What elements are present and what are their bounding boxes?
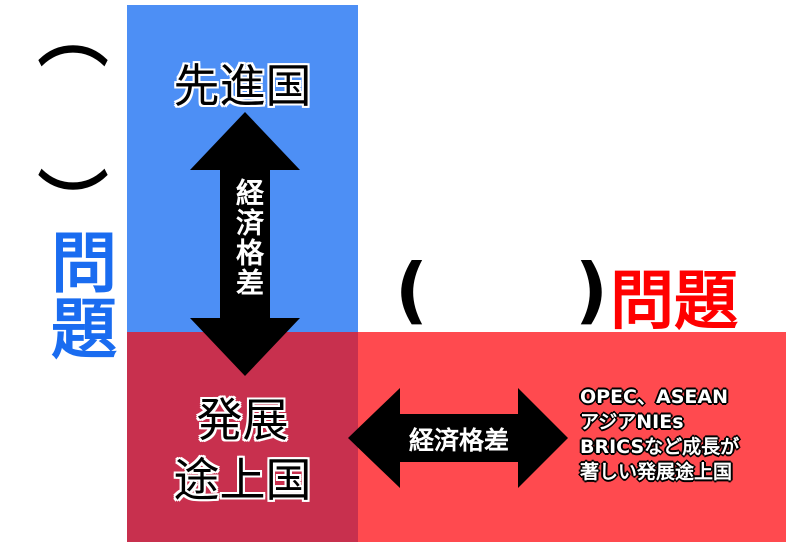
right-blank-open-paren: ( (395, 248, 428, 332)
right-problem-label: 問題 (610, 265, 738, 339)
emerging-note-2: アジアNIEs (580, 411, 684, 433)
left-blank-open-paren: ︵ (38, 0, 108, 76)
developing-countries-label-2: 途上国 (173, 453, 312, 507)
left-blank-close-paren: ︶ (38, 164, 108, 246)
vertical-double-arrow (190, 112, 300, 376)
developing-countries-label-1: 発展 (196, 393, 289, 447)
horizontal-double-arrow (348, 388, 568, 488)
vertical-arrow-label: 経済格差 (232, 178, 265, 298)
emerging-note-3: BRICSなど成長が (580, 436, 740, 458)
right-blank-close-paren: ) (575, 248, 608, 332)
emerging-note-1: OPEC、ASEAN (580, 386, 728, 408)
horizontal-arrow-label: 経済格差 (408, 426, 509, 455)
left-problem-label: 問題 (40, 228, 117, 360)
emerging-note-4: 著しい発展途上国 (580, 461, 733, 483)
advanced-countries-label: 先進国 (173, 59, 312, 113)
